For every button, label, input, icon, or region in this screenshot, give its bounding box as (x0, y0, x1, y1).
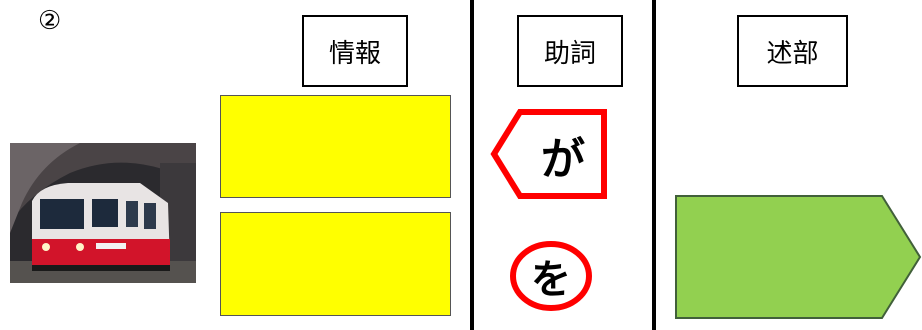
column-divider-2 (652, 0, 656, 330)
info-answer-box-2[interactable] (220, 212, 451, 316)
particle-wo: を (531, 256, 571, 303)
header-particle: 助詞 (517, 15, 623, 87)
header-predicate: 述部 (737, 15, 848, 87)
particle-ga-shape[interactable] (490, 108, 610, 200)
question-number: ② (38, 6, 62, 36)
predicate-arrow[interactable] (674, 194, 922, 320)
header-predicate-label: 述部 (766, 38, 819, 69)
header-info-label: 情報 (328, 38, 381, 69)
particle-ga: が (541, 134, 585, 185)
column-divider-1 (470, 0, 474, 330)
train-photo (10, 143, 196, 283)
particle-wo-circle[interactable] (508, 240, 594, 312)
header-info: 情報 (302, 15, 408, 87)
info-answer-box-1[interactable] (220, 95, 451, 198)
header-particle-label: 助詞 (543, 38, 596, 69)
